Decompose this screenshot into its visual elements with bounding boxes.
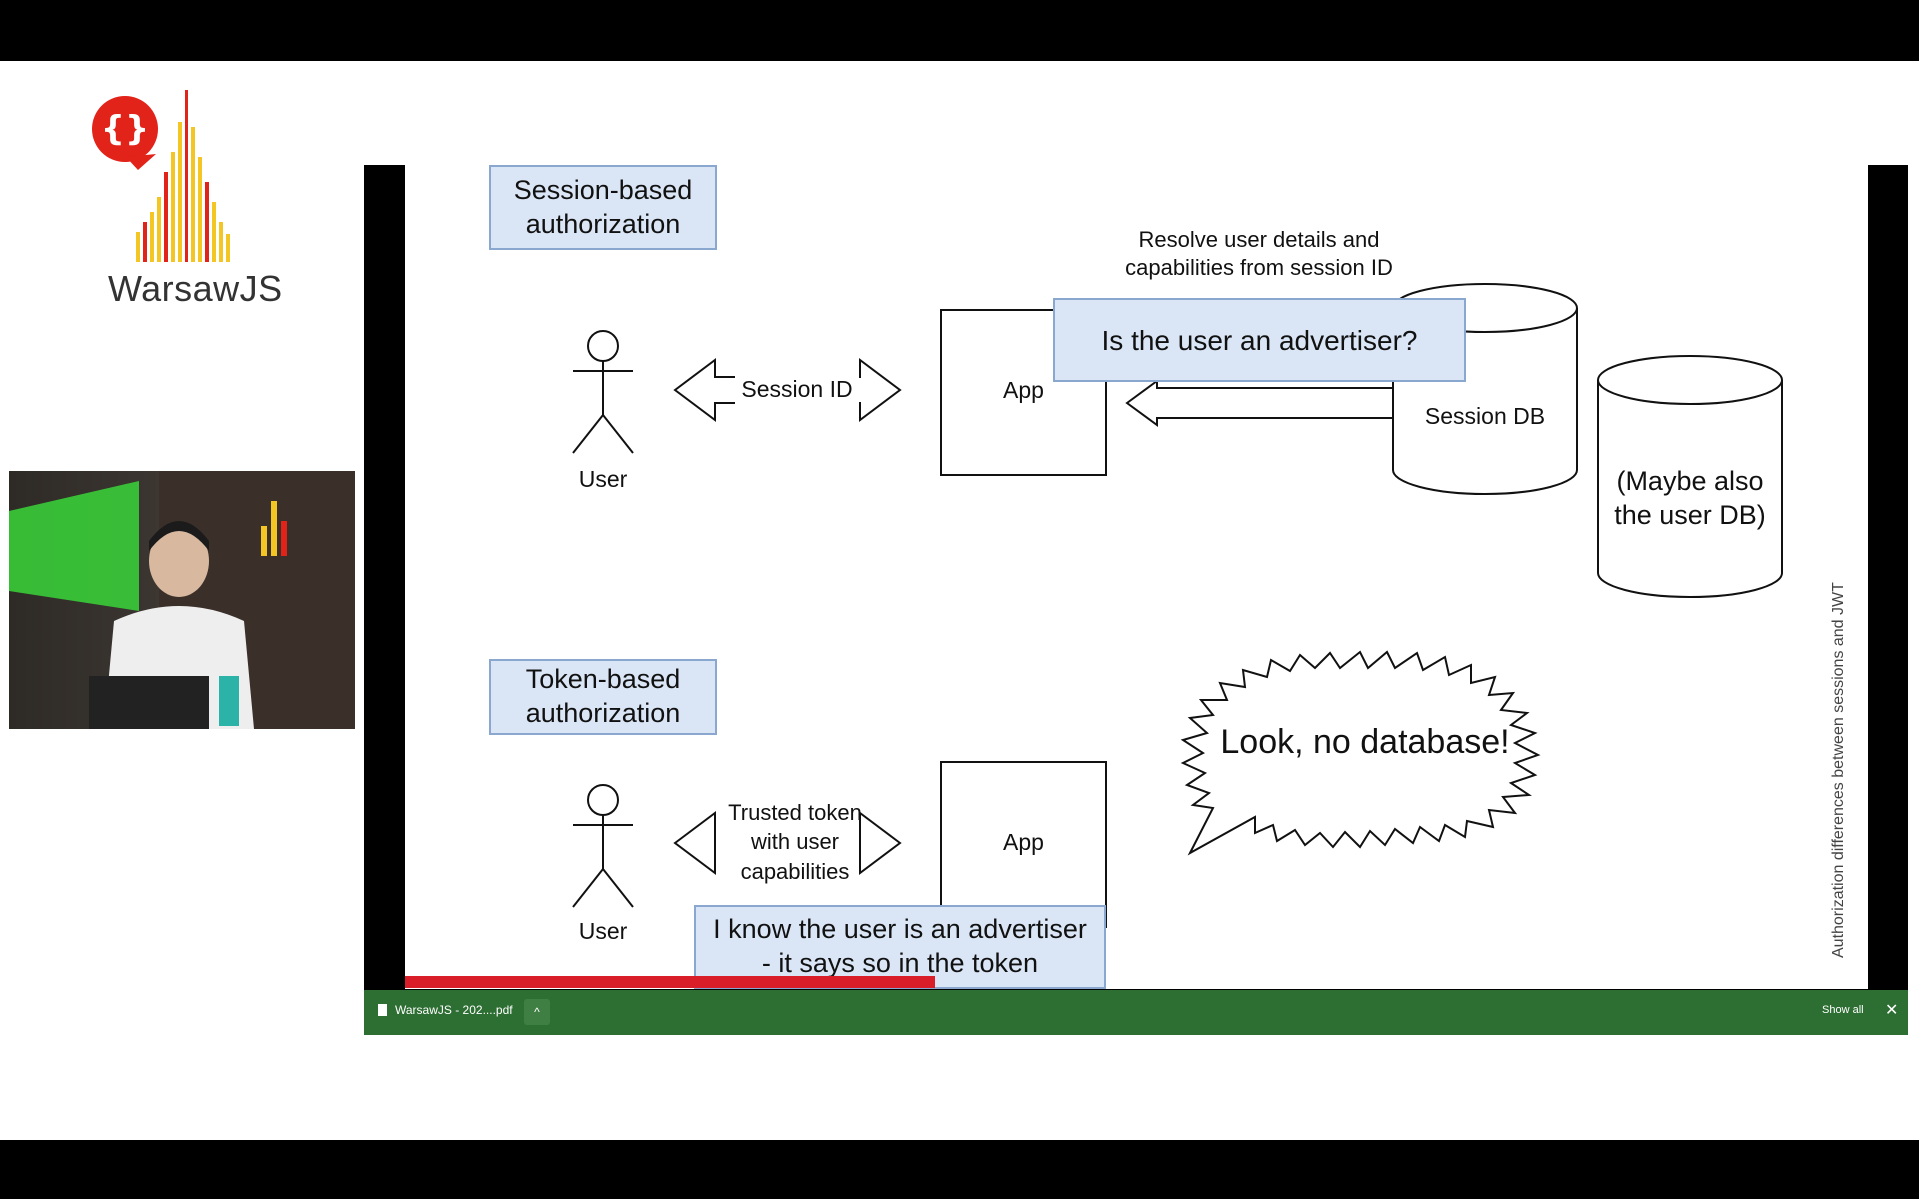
speech-bubble-text: Look, no database! — [1220, 723, 1510, 761]
user-stick-figure — [572, 784, 634, 908]
left-arrow-head — [673, 811, 716, 875]
token-title-box: Token-based authorization — [489, 659, 717, 735]
slide-progress-bar — [405, 976, 935, 988]
user-db-cylinder — [1597, 355, 1783, 598]
app-label: App — [1003, 377, 1044, 403]
logo-wordmark: WarsawJS — [108, 268, 283, 309]
speaker-video — [9, 471, 355, 729]
download-bar: WarsawJS - 202....pdf ^ Show all ✕ — [364, 990, 1908, 1035]
resolve-text: Resolve user details and capabilities fr… — [1125, 227, 1393, 280]
trusted-token-text: Trusted token with user capabilities — [728, 800, 862, 884]
chevron-up-icon[interactable]: ^ — [524, 999, 550, 1025]
close-icon[interactable]: ✕ — [1885, 1002, 1899, 1019]
top-letterbox — [0, 0, 1919, 61]
bottom-letterbox — [0, 1140, 1919, 1199]
user-label: User — [578, 918, 628, 944]
user-stick-figure — [572, 330, 634, 454]
speech-bubble — [1180, 650, 1541, 856]
session-db-label: Session DB — [1424, 403, 1546, 429]
app-box — [940, 761, 1107, 928]
session-title-box: Session-based authorization — [489, 165, 717, 250]
app-label: App — [1003, 829, 1044, 855]
session-id-label: Session ID — [735, 375, 859, 404]
user-db-label: (Maybe also the user DB) — [1614, 466, 1766, 530]
slide-side-caption: Authorization differences between sessio… — [1830, 582, 1847, 958]
warsawjs-logo: {} — [88, 82, 278, 312]
token-note-box: I know the user is an advertiser - it sa… — [694, 905, 1106, 989]
download-item[interactable]: WarsawJS - 202....pdf — [378, 1003, 513, 1017]
download-file-name: WarsawJS - 202....pdf — [395, 1003, 513, 1017]
user-label: User — [578, 466, 628, 492]
advertiser-question-box: Is the user an advertiser? — [1053, 298, 1466, 382]
file-icon — [378, 1004, 387, 1016]
svg-text:{}: {} — [101, 109, 149, 149]
slide — [405, 165, 1868, 989]
show-all-button[interactable]: Show all — [1822, 1004, 1864, 1016]
right-arrow-head — [859, 811, 902, 875]
